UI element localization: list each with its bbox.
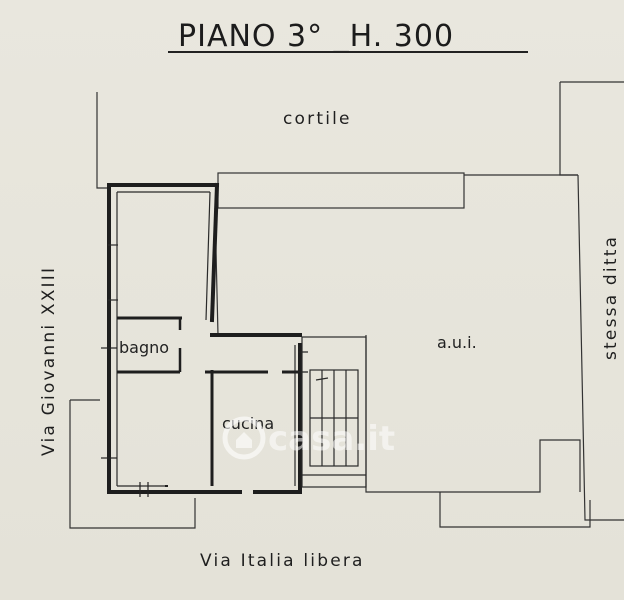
apartment-walls	[107, 182, 302, 494]
watermark-text: casa.it	[268, 419, 395, 459]
plan-title: PIANO 3° _H. 300	[178, 19, 454, 54]
label-via-italia: Via Italia libera	[200, 551, 365, 571]
label-via-giovanni: Via Giovanni XXIII	[39, 266, 59, 456]
property-boundary	[69, 81, 624, 529]
stairwell	[301, 336, 367, 488]
watermark-logo-icon	[222, 416, 266, 460]
label-aui: a.u.i.	[437, 333, 477, 352]
label-bagno: bagno	[119, 338, 169, 357]
label-stessa-ditta: stessa ditta	[601, 235, 621, 360]
inner-wall-lines	[108, 191, 296, 487]
label-cortile: cortile	[283, 109, 352, 129]
wall-ticks	[101, 347, 308, 497]
watermark-house-icon	[236, 432, 252, 448]
watermark: casa.it	[222, 416, 395, 460]
bathroom-walls	[117, 316, 182, 374]
courtyard-strip	[217, 172, 578, 209]
